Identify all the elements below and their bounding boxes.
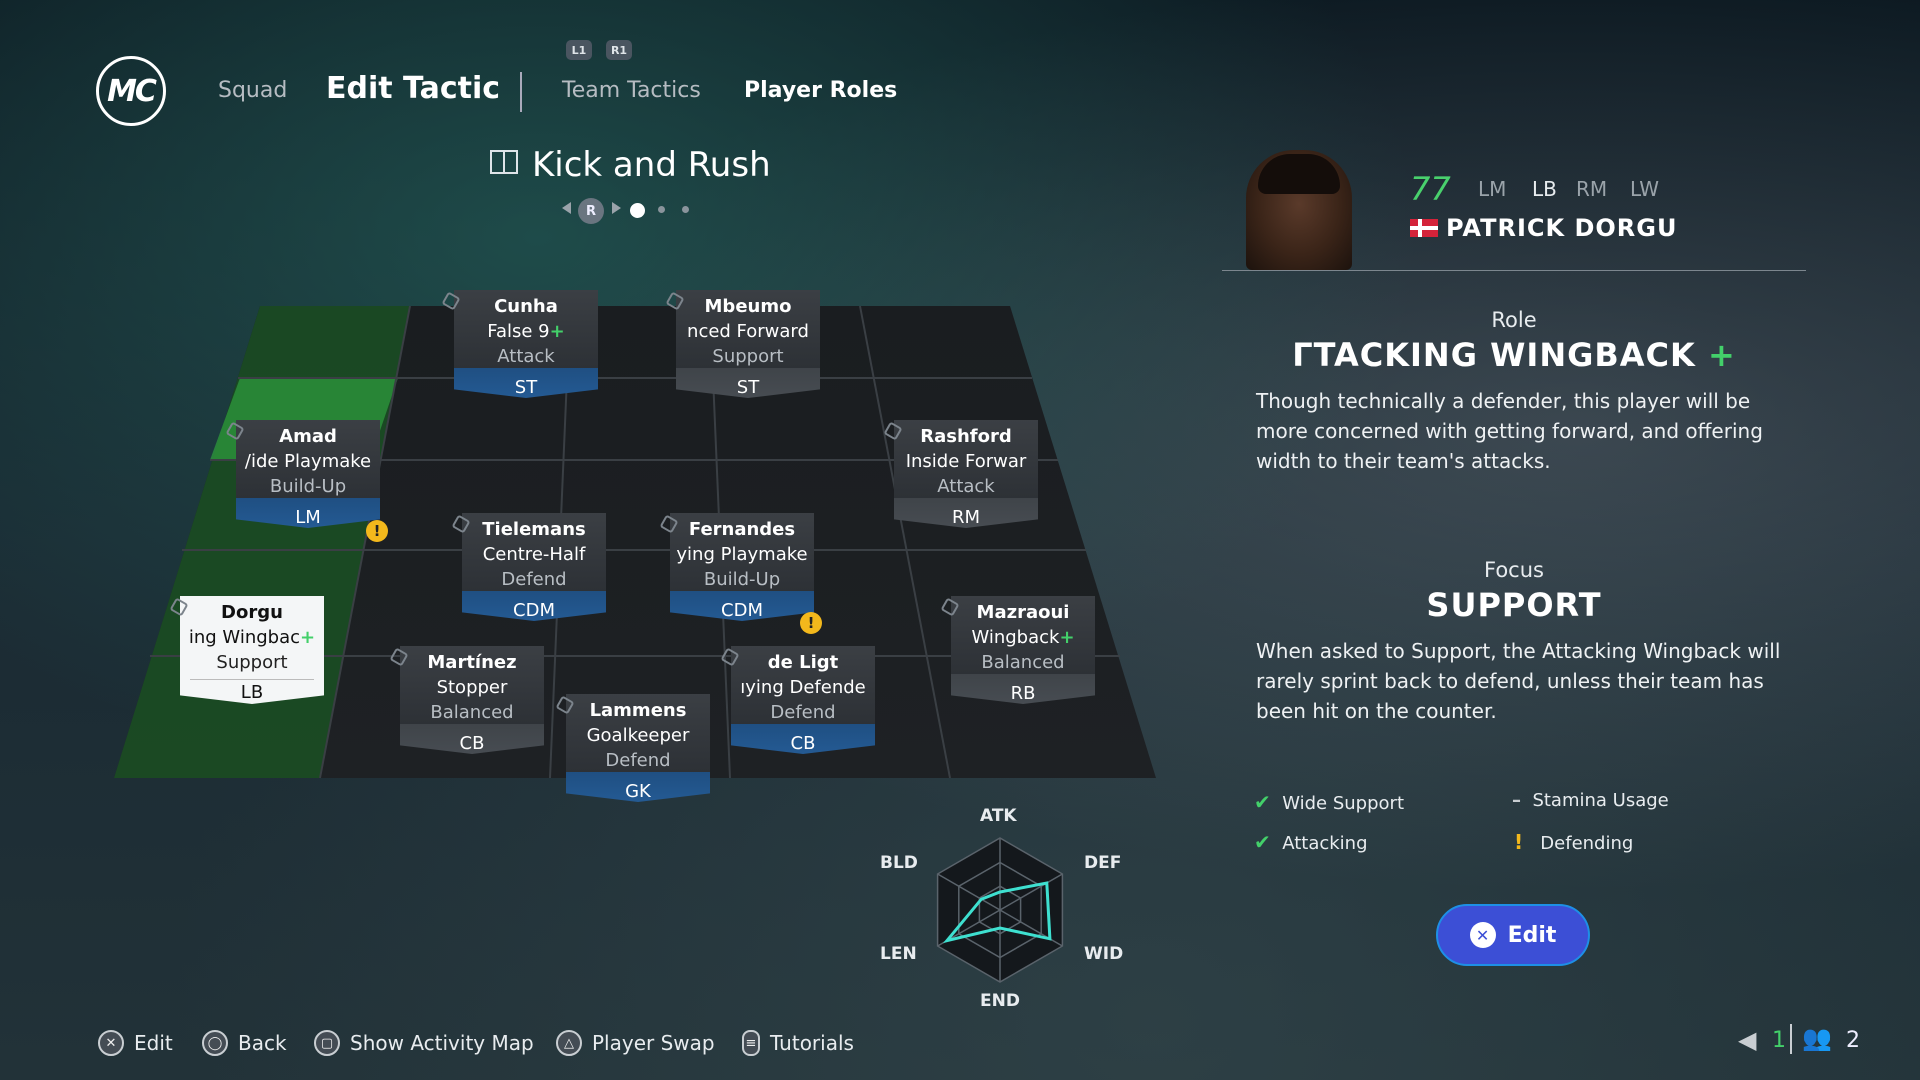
cross-button-icon: ✕ [98, 1030, 124, 1056]
player-count: 2 [1846, 1028, 1860, 1053]
l1-button-icon: L1 [566, 40, 592, 60]
position-rm: RM [1576, 177, 1608, 201]
triangle-button-icon: △ [556, 1030, 582, 1056]
player-card-rashford[interactable]: Rashford Inside Forwar Attack RM [894, 420, 1038, 528]
trait-stamina-usage: – Stamina Usage [1512, 790, 1669, 811]
r-button-icon: R [578, 198, 604, 224]
radar-label-bld: BLD [880, 853, 918, 873]
plus-icon: + [1695, 336, 1736, 374]
radar-spoke [999, 909, 1063, 947]
position-lb: LB [1532, 177, 1557, 201]
player-card-de-ligt[interactable]: de Ligt ıying Defende Defend CB [731, 646, 875, 754]
warning-icon: ! [366, 520, 388, 542]
plus-icon: + [300, 627, 316, 648]
radar-spoke [999, 873, 1063, 911]
pager-left-icon[interactable] [562, 202, 571, 214]
square-button-icon: ▢ [314, 1030, 340, 1056]
pager-dot[interactable] [658, 206, 665, 213]
player-card-mbeumo[interactable]: Mbeumo nced Forward Support ST [676, 290, 820, 398]
radar-label-def: DEF [1084, 853, 1122, 873]
focus-description: When asked to Support, the Attacking Win… [1256, 639, 1781, 723]
radar-label-len: LEN [880, 944, 917, 964]
player-card-tielemans[interactable]: Tielemans Centre-Half Defend CDM [462, 513, 606, 621]
tab-edit-tactic[interactable]: Edit Tactic [326, 71, 501, 106]
check-icon: ✔ [1254, 790, 1271, 814]
hint-back[interactable]: ◯Back [202, 1030, 287, 1056]
focus-label: Focus [1484, 558, 1544, 582]
tactic-name: Kick and Rush [532, 145, 771, 185]
panel-divider [1222, 270, 1806, 271]
player-name: PATRICK DORGU [1446, 214, 1678, 242]
radar-label-end: END [980, 991, 1020, 1011]
role-value: ΓTACKING WINGBACK + [1292, 336, 1736, 374]
radar-spoke [937, 873, 1001, 911]
player-rating: 77 [1410, 170, 1451, 208]
pager-dot[interactable] [682, 206, 689, 213]
position-lw: LW [1630, 177, 1660, 201]
focus-value: SUPPORT [1426, 586, 1602, 624]
subtab-team-tactics[interactable]: Team Tactics [562, 78, 701, 103]
player-card-cunha[interactable]: Cunha False 9+ Attack ST [454, 290, 598, 398]
plus-icon: + [549, 321, 565, 342]
radar-label-wid: WID [1084, 944, 1124, 964]
voice-count: 1 [1772, 1028, 1786, 1053]
edit-role-button[interactable]: ✕ Edit [1436, 904, 1590, 966]
trait-defending: ! Defending [1514, 830, 1634, 854]
role-radar-chart [936, 837, 1064, 983]
nav-divider [520, 72, 522, 112]
trait-attacking: ✔ Attacking [1254, 830, 1368, 854]
player-card-dorgu-selected[interactable]: Dorgu ing Wingbac+ Support LB [180, 596, 324, 704]
hint-player-swap[interactable]: △Player Swap [556, 1030, 715, 1056]
touchpad-button-icon: ≡ [742, 1030, 760, 1056]
player-card-amad[interactable]: Amad /ide Playmake Build-Up LM [236, 420, 380, 528]
pager-dot-active[interactable] [630, 203, 645, 218]
subtab-player-roles[interactable]: Player Roles [744, 78, 898, 103]
warning-icon: ! [1514, 830, 1524, 854]
dash-icon: – [1512, 790, 1521, 811]
role-description: Though technically a defender, this play… [1256, 389, 1763, 473]
pager-right-icon[interactable] [612, 202, 621, 214]
plus-icon: + [1059, 627, 1075, 648]
footer-divider [1790, 1024, 1792, 1054]
check-icon: ✔ [1254, 830, 1271, 854]
player-card-martinez[interactable]: Martínez Stopper Balanced CB [400, 646, 544, 754]
players-icon: 👥 [1802, 1024, 1832, 1052]
cross-button-icon: ✕ [1469, 922, 1496, 948]
warning-icon: ! [800, 612, 822, 634]
position-lm: LM [1478, 177, 1507, 201]
tab-squad[interactable]: Squad [218, 78, 288, 103]
radar-shape [942, 881, 1052, 944]
formation-icon [490, 150, 518, 174]
hint-edit[interactable]: ✕Edit [98, 1030, 173, 1056]
player-portrait [1246, 150, 1352, 270]
r1-button-icon: R1 [606, 40, 632, 60]
player-card-lammens[interactable]: Lammens Goalkeeper Defend GK [566, 694, 710, 802]
circle-button-icon: ◯ [202, 1030, 228, 1056]
mc-logo: MC [96, 56, 166, 126]
trait-wide-support: ✔ Wide Support [1254, 790, 1404, 814]
radar-label-atk: ATK [980, 806, 1017, 826]
denmark-flag-icon [1410, 219, 1438, 237]
hint-tutorials[interactable]: ≡Tutorials [742, 1030, 854, 1056]
hint-show-activity-map[interactable]: ▢Show Activity Map [314, 1030, 534, 1056]
player-card-mazraoui[interactable]: Mazraoui Wingback+ Balanced RB [951, 596, 1095, 704]
role-label: Role [1491, 308, 1537, 332]
player-card-fernandes[interactable]: Fernandes ying Playmake Build-Up CDM [670, 513, 814, 621]
speaker-icon: ◀ [1738, 1026, 1757, 1054]
